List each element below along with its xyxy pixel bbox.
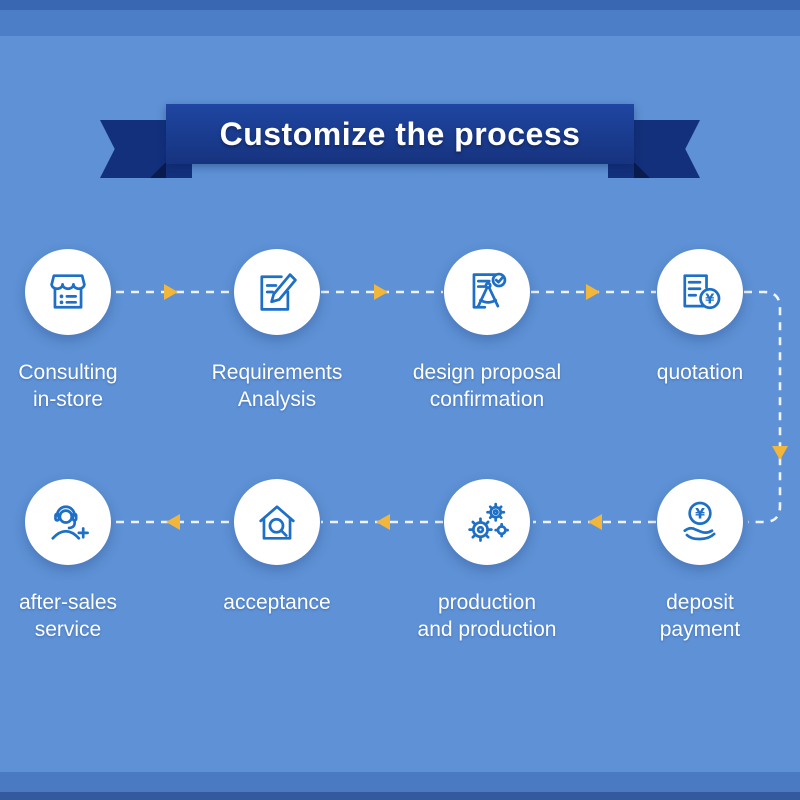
house-magnifier-icon <box>259 505 295 540</box>
hand-coin-yen-icon: ¥ <box>683 501 716 541</box>
step-label: Consulting in-store <box>18 361 118 412</box>
svg-text:¥: ¥ <box>695 507 705 523</box>
headset-support-icon <box>51 505 89 540</box>
step-label: after-sales service <box>18 591 118 642</box>
gears-icon <box>468 502 510 542</box>
pencil-edit-icon <box>260 273 297 311</box>
step-consulting-in-store: Consulting in-store <box>0 249 178 414</box>
invoice-yen-icon: ¥ <box>683 274 721 310</box>
svg-text:¥: ¥ <box>705 292 714 307</box>
compass-document-icon <box>472 272 507 309</box>
step-quotation: ¥ quotation <box>590 249 800 386</box>
step-circle <box>444 479 530 565</box>
step-circle: ¥ <box>657 479 743 565</box>
storefront-icon <box>50 274 86 309</box>
step-label: Requirements Analysis <box>211 361 343 412</box>
step-circle <box>25 479 111 565</box>
step-design-proposal-confirmation: design proposal confirmation <box>377 249 597 414</box>
step-after-sales-service: after-sales service <box>0 479 178 644</box>
top-edge-strip-light <box>0 10 800 36</box>
step-label: quotation <box>656 361 744 384</box>
step-label: production and production <box>417 591 557 642</box>
step-production: production and production <box>377 479 597 644</box>
page-title: Customize the process <box>219 115 581 152</box>
step-label: deposit payment <box>659 591 741 642</box>
step-acceptance: acceptance <box>167 479 387 616</box>
step-requirements-analysis: Requirements Analysis <box>167 249 387 414</box>
arrowhead-down <box>772 446 788 460</box>
bottom-edge-strip <box>0 792 800 800</box>
step-deposit-payment: ¥ deposit payment <box>590 479 800 644</box>
step-circle: ¥ <box>657 249 743 335</box>
ribbon-band: Customize the process <box>166 104 634 164</box>
step-circle <box>25 249 111 335</box>
top-edge-strip <box>0 0 800 10</box>
step-circle <box>234 479 320 565</box>
step-circle <box>234 249 320 335</box>
title-ribbon: Customize the process <box>100 104 700 188</box>
step-circle <box>444 249 530 335</box>
bottom-edge-strip-light <box>0 772 800 792</box>
step-label: acceptance <box>223 591 331 614</box>
step-label: design proposal confirmation <box>412 361 562 412</box>
